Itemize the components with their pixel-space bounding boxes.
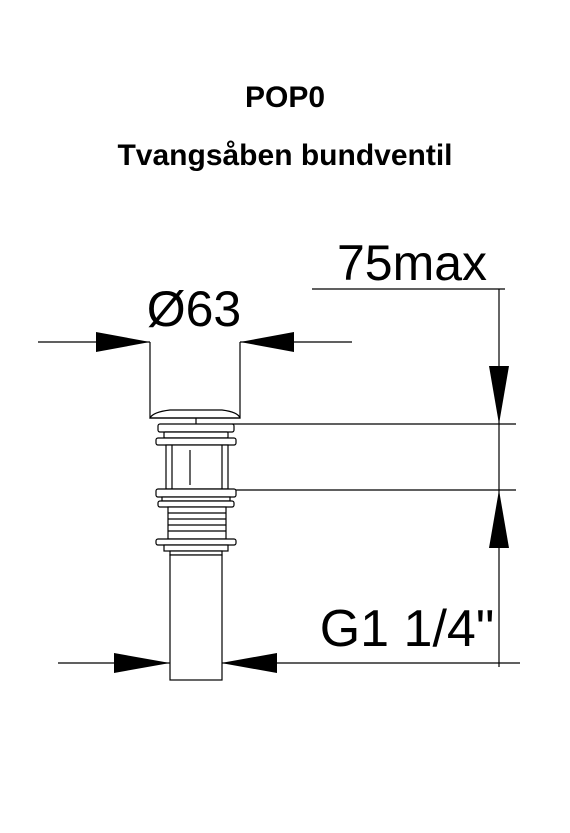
diameter-dimension: [38, 341, 352, 418]
tailpipe: [169, 554, 223, 681]
locknut: [155, 488, 237, 498]
thread-arrow-left: [114, 653, 170, 673]
valve-cap: [149, 409, 241, 419]
height-arrow-bottom: [489, 490, 509, 548]
valve-drawing: [149, 409, 241, 681]
lower-nut: [155, 538, 237, 546]
model-title: POP0: [244, 81, 326, 114]
height-label: 75max: [337, 235, 487, 291]
diameter-label: Ø63: [147, 281, 242, 337]
diameter-arrow-right: [240, 332, 294, 352]
product-title: Tvangsåben bundventil: [117, 139, 453, 172]
height-dimension: [232, 288, 516, 667]
valve-flange: [157, 423, 235, 433]
height-arrow-top: [489, 366, 509, 424]
thread-label: G1 1/4": [320, 600, 495, 658]
thread-arrow-right: [221, 653, 277, 673]
diameter-arrow-left: [96, 332, 150, 352]
valve-body: [165, 444, 229, 490]
threaded-section: [167, 506, 227, 540]
